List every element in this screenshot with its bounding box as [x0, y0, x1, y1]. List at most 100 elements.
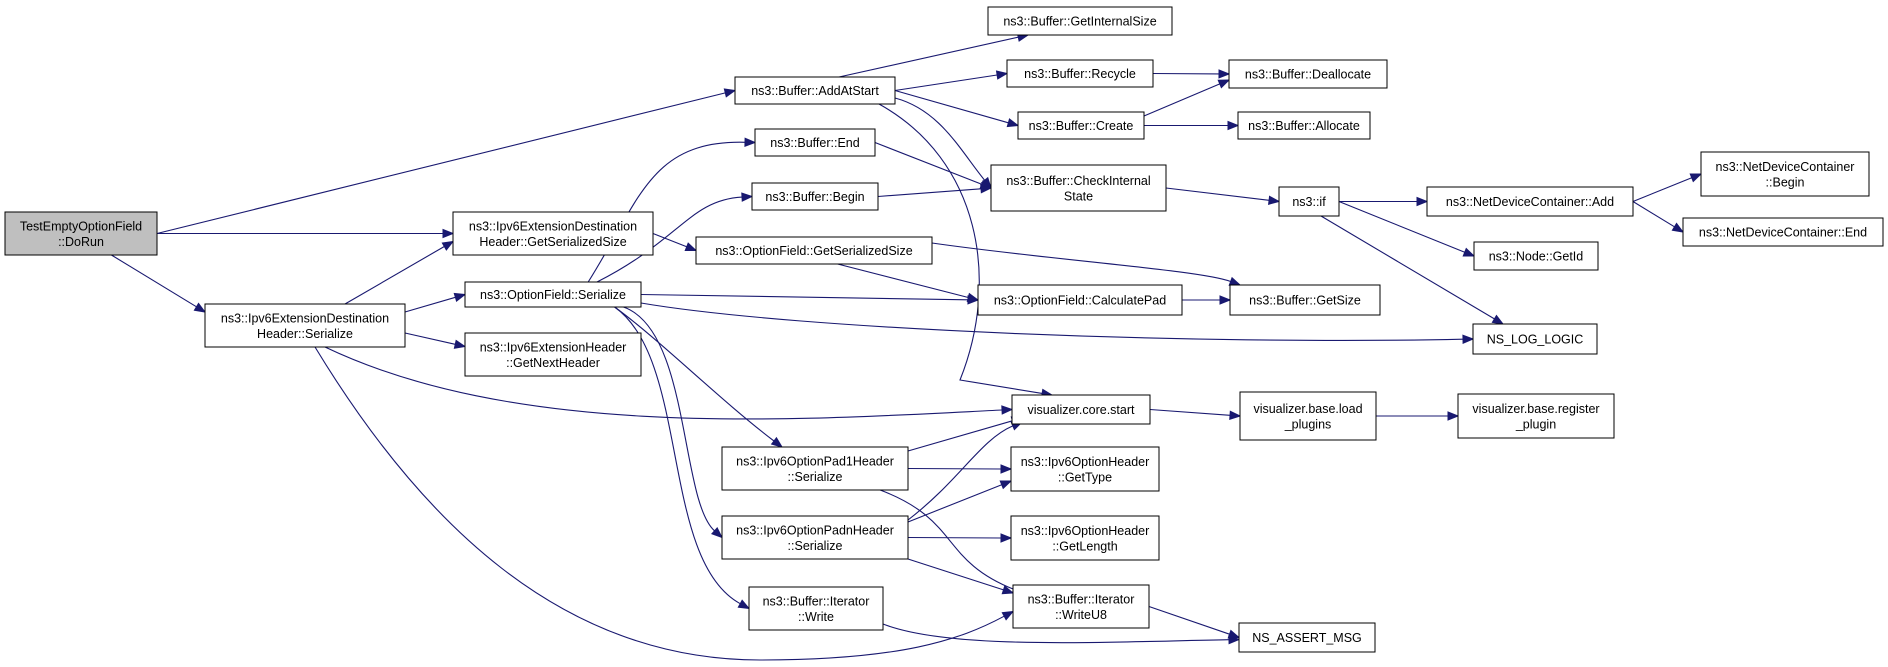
node-label-line: ns3::Buffer::Deallocate [1245, 68, 1371, 82]
call-graph-nodes: TestEmptyOptionField::DoRunns3::Ipv6Exte… [4, 6, 1884, 653]
node-label-line: _plugin [1515, 417, 1556, 431]
node-label-line: ::GetType [1058, 470, 1112, 484]
node-label-line: ns3::NetDeviceContainer::End [1699, 226, 1867, 240]
edge-optFieldGetSize-to-calcPad [837, 263, 980, 302]
node-recycle[interactable]: ns3::Buffer::Recycle [1006, 59, 1154, 88]
node-getInternalSize[interactable]: ns3::Buffer::GetInternalSize [987, 6, 1173, 36]
node-label-line: visualizer.base.register [1472, 402, 1599, 416]
node-label-line: ns3::Buffer::Allocate [1248, 119, 1360, 133]
node-optHdrType[interactable]: ns3::Ipv6OptionHeader::GetType [1010, 446, 1160, 492]
node-label-line: ns3::if [1292, 195, 1326, 209]
node-logLogic[interactable]: NS_LOG_LOGIC [1472, 323, 1598, 355]
edge-nsif-to-ndcAdd [1339, 196, 1429, 207]
edge-optFieldSer-to-padnSer [623, 306, 724, 539]
node-label-line: Header::Serialize [257, 327, 353, 341]
node-bufBegin[interactable]: ns3::Buffer::Begin [751, 182, 879, 211]
node-optFieldGetSize[interactable]: ns3::OptionField::GetSerializedSize [695, 236, 933, 265]
edge-nsif-to-nodeGetId [1338, 200, 1476, 257]
node-optFieldSer[interactable]: ns3::OptionField::Serialize [464, 281, 642, 308]
edge-ndcAdd-to-ndcEnd [1632, 201, 1685, 233]
node-label-line: ::Write [798, 610, 834, 624]
node-label-line: NS_ASSERT_MSG [1252, 631, 1362, 645]
node-nsif[interactable]: ns3::if [1278, 186, 1340, 217]
edge-ipv6ExtDestSer-to-ipv6ExtDestGetSize [344, 240, 455, 305]
node-calcPad[interactable]: ns3::OptionField::CalculatePad [977, 284, 1183, 316]
node-label-line: NS_LOG_LOGIC [1487, 333, 1584, 347]
node-root[interactable]: TestEmptyOptionField::DoRun [4, 211, 158, 256]
node-label-line: ::WriteU8 [1055, 608, 1107, 622]
node-optHdrLen[interactable]: ns3::Ipv6OptionHeader::GetLength [1010, 515, 1160, 561]
node-label-line: ns3::Buffer::End [770, 136, 859, 150]
node-assertMsg[interactable]: NS_ASSERT_MSG [1238, 622, 1376, 653]
node-label-line: TestEmptyOptionField [20, 219, 142, 233]
edge-recycle-to-dealloc [1152, 69, 1231, 79]
node-regPlugin[interactable]: visualizer.base.register_plugin [1457, 393, 1615, 439]
node-label-line: State [1064, 189, 1093, 203]
edge-root-to-ipv6ExtDestGetSize [157, 228, 455, 239]
edge-ndcAdd-to-ndcBegin [1632, 173, 1703, 203]
node-nodeGetId[interactable]: ns3::Node::GetId [1473, 241, 1599, 271]
edge-bufBegin-to-checkInternal [877, 184, 993, 198]
node-label-line: ns3::Buffer::GetInternalSize [1003, 15, 1156, 29]
edge-writeU8-to-assertMsg [1148, 605, 1241, 639]
node-bufEnd[interactable]: ns3::Buffer::End [754, 128, 876, 157]
node-label-line: ns3::Ipv6ExtensionDestination [221, 311, 389, 325]
edge-optFieldSer-to-bufBegin [596, 192, 754, 283]
node-iterWrite[interactable]: ns3::Buffer::Iterator::Write [748, 586, 884, 631]
node-getSize[interactable]: ns3::Buffer::GetSize [1229, 284, 1381, 316]
edge-padnSer-to-optHdrLen [907, 533, 1013, 543]
node-label-line: ns3::Buffer::GetSize [1249, 294, 1361, 308]
node-label-line: ns3::Ipv6OptionPad1Header [736, 454, 894, 468]
edge-nsif-to-logLogic [1320, 215, 1505, 325]
edge-checkInternal-to-nsif [1165, 187, 1281, 205]
node-ipv6ExtDestSer[interactable]: ns3::Ipv6ExtensionDestinationHeader::Ser… [204, 303, 406, 348]
node-addAtStart[interactable]: ns3::Buffer::AddAtStart [734, 76, 896, 105]
node-dealloc[interactable]: ns3::Buffer::Deallocate [1228, 59, 1388, 89]
node-loadPlugins[interactable]: visualizer.base.load_plugins [1239, 391, 1377, 441]
node-label-line: ns3::Buffer::AddAtStart [751, 84, 879, 98]
node-label-line: ns3::Ipv6ExtensionHeader [480, 340, 627, 354]
edge-padnSer-to-optHdrType [907, 480, 1013, 523]
node-label-line: ns3::NetDeviceContainer [1716, 160, 1855, 174]
edge-optFieldSer-to-logLogic [640, 302, 1475, 344]
node-padnSer[interactable]: ns3::Ipv6OptionPadnHeader::Serialize [721, 515, 909, 560]
node-ipv6ExtDestGetSize[interactable]: ns3::Ipv6ExtensionDestinationHeader::Get… [452, 211, 654, 256]
node-label-line: ns3::OptionField::CalculatePad [994, 294, 1166, 308]
edge-addAtStart-to-getInternalSize [838, 32, 1030, 78]
node-label-line: ::GetNextHeader [506, 356, 600, 370]
edge-addAtStart-to-checkInternal [894, 97, 992, 190]
edge-ipv6ExtDestSer-to-vizStart [324, 346, 1014, 420]
node-label-line: ns3::Buffer::Create [1029, 119, 1134, 133]
node-ndcBegin[interactable]: ns3::NetDeviceContainer::Begin [1700, 151, 1870, 197]
node-pad1Ser[interactable]: ns3::Ipv6OptionPad1Header::Serialize [721, 446, 909, 491]
node-ndcEnd[interactable]: ns3::NetDeviceContainer::End [1682, 217, 1884, 247]
node-label-line: _plugins [1284, 417, 1332, 431]
node-alloc[interactable]: ns3::Buffer::Allocate [1237, 111, 1371, 140]
edge-loadPlugins-to-regPlugin [1376, 411, 1460, 421]
node-label-line: ns3::Buffer::Iterator [1028, 592, 1135, 606]
node-label-line: ns3::Ipv6OptionPadnHeader [736, 523, 894, 537]
node-label-line: ::DoRun [58, 235, 104, 249]
edge-vizStart-to-loadPlugins [1149, 408, 1242, 420]
node-label-line: ns3::OptionField::GetSerializedSize [715, 244, 912, 258]
edge-ipv6ExtDestGetSize-to-optFieldGetSize [652, 232, 698, 252]
edge-ipv6ExtDestSer-to-writeU8 [314, 346, 1015, 661]
node-label-line: ns3::Node::GetId [1489, 250, 1584, 264]
node-label-line: ::Begin [1766, 175, 1805, 189]
node-label-line: ns3::Ipv6OptionHeader [1021, 455, 1150, 469]
edge-padnSer-to-writeU8 [907, 558, 1015, 595]
edge-optFieldSer-to-pad1Ser [614, 306, 784, 448]
node-label-line: ns3::NetDeviceContainer::Add [1446, 195, 1614, 209]
edge-pad1Ser-to-optHdrType [907, 464, 1013, 474]
node-label-line: ns3::Buffer::CheckInternal [1006, 174, 1150, 188]
edge-optFieldSer-to-calcPad [640, 293, 980, 305]
edge-pad1Ser-to-vizStart [907, 416, 1024, 452]
node-vizStart[interactable]: visualizer.core.start [1011, 394, 1151, 425]
node-label-line: ns3::Buffer::Iterator [763, 594, 870, 608]
node-writeU8[interactable]: ns3::Buffer::Iterator::WriteU8 [1012, 584, 1150, 629]
node-ipv6ExtHdrNext[interactable]: ns3::Ipv6ExtensionHeader::GetNextHeader [464, 332, 642, 377]
node-create[interactable]: ns3::Buffer::Create [1017, 111, 1145, 140]
node-ndcAdd[interactable]: ns3::NetDeviceContainer::Add [1426, 186, 1634, 217]
